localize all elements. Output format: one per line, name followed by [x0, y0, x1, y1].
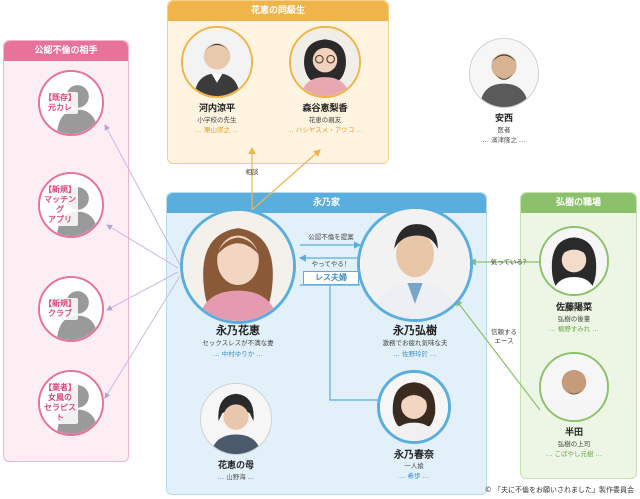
sato-actor: … 槙野すみれ … — [549, 325, 599, 333]
haruna-actor: … 希歩 … — [398, 472, 430, 480]
sato-role: 弘樹の後輩 — [557, 315, 591, 323]
handa-name: 半田 — [564, 428, 583, 438]
affair-label-therapist: 【業者】 女風の セラピスト — [42, 382, 78, 424]
hiroki-role: 激務でお疲れ気味な夫 — [382, 339, 448, 347]
kawauchi-role: 小学校の先生 — [197, 116, 237, 124]
mother-name: 花恵の母 — [217, 461, 254, 471]
handa-role: 弘樹の上司 — [557, 440, 591, 448]
proposal-label: 公認不倫を提案 — [308, 233, 354, 241]
workplace-header: 弘樹の職場 — [521, 193, 636, 213]
yatteyaru-label: やってやる！ — [311, 260, 351, 268]
mother-portrait — [200, 383, 272, 455]
kawauchi-portrait — [181, 26, 253, 98]
affair-ex-boyfriend-avatar: 【既存】 元カレ — [38, 70, 104, 136]
kawauchi-actor: … 栗山崇之 … — [195, 126, 239, 134]
copyright-notice: © 「夫に不倫をお願いされました」製作委員会 — [484, 486, 634, 494]
affair-label-matching: 【新規】 マッチング アプリ — [42, 184, 78, 226]
mother-actor: … 山野海 … — [217, 473, 255, 481]
affair-label-club: 【新規】 クラブ — [42, 298, 78, 320]
hanae-portrait — [180, 208, 296, 324]
handa-actor: … こばやし元樹 … — [545, 450, 603, 458]
hiroki-actor: … 佐野玲於 … — [393, 350, 437, 358]
sexless-couple-badge: レス夫婦 — [303, 271, 359, 285]
moriya-actor: … ハシヤスメ・アツコ … — [287, 126, 363, 134]
moriya-role: 花恵の親友 — [308, 116, 342, 124]
affair-arrows — [104, 124, 181, 399]
haruna-name: 永乃春奈 — [394, 450, 434, 461]
hanae-actor: … 中村ゆりか … — [213, 350, 263, 358]
trusted-ace-label: 信頼する エース — [491, 328, 517, 345]
affair-club-avatar: 【新規】 クラブ — [38, 276, 104, 342]
consult-label: 相談 — [245, 168, 259, 176]
moriya-portrait — [289, 26, 361, 98]
anzai-portrait — [469, 38, 539, 108]
affair-therapist-avatar: 【業者】 女風の セラピスト — [38, 370, 104, 436]
affair-matching-app-avatar: 【新規】 マッチング アプリ — [38, 172, 104, 238]
hanae-role: セックスレスが不満な妻 — [202, 339, 274, 347]
haruna-role: 一人娘 — [404, 462, 424, 470]
anzai-actor: … 濱津隆之 … — [482, 136, 526, 144]
affair-partners-header: 公認不倫の相手 — [4, 41, 128, 61]
sato-portrait — [539, 226, 609, 296]
handa-portrait — [539, 352, 609, 422]
hanae-name: 永乃花恵 — [216, 324, 260, 337]
anzai-role: 医者 — [497, 126, 511, 134]
hiroki-portrait — [357, 206, 473, 322]
anzai-name: 安西 — [494, 114, 513, 124]
haruna-portrait — [377, 370, 451, 444]
classmates-header: 花恵の同級生 — [168, 1, 388, 21]
kawauchi-name: 河内涼平 — [198, 104, 235, 114]
hiroki-name: 永乃弘樹 — [393, 324, 437, 337]
moriya-name: 森谷恵梨香 — [302, 104, 348, 114]
sato-name: 佐藤陽菜 — [555, 303, 592, 313]
affair-label-ex: 【既存】 元カレ — [42, 92, 78, 114]
kiniteiru-label: 気っている？ — [490, 258, 530, 266]
